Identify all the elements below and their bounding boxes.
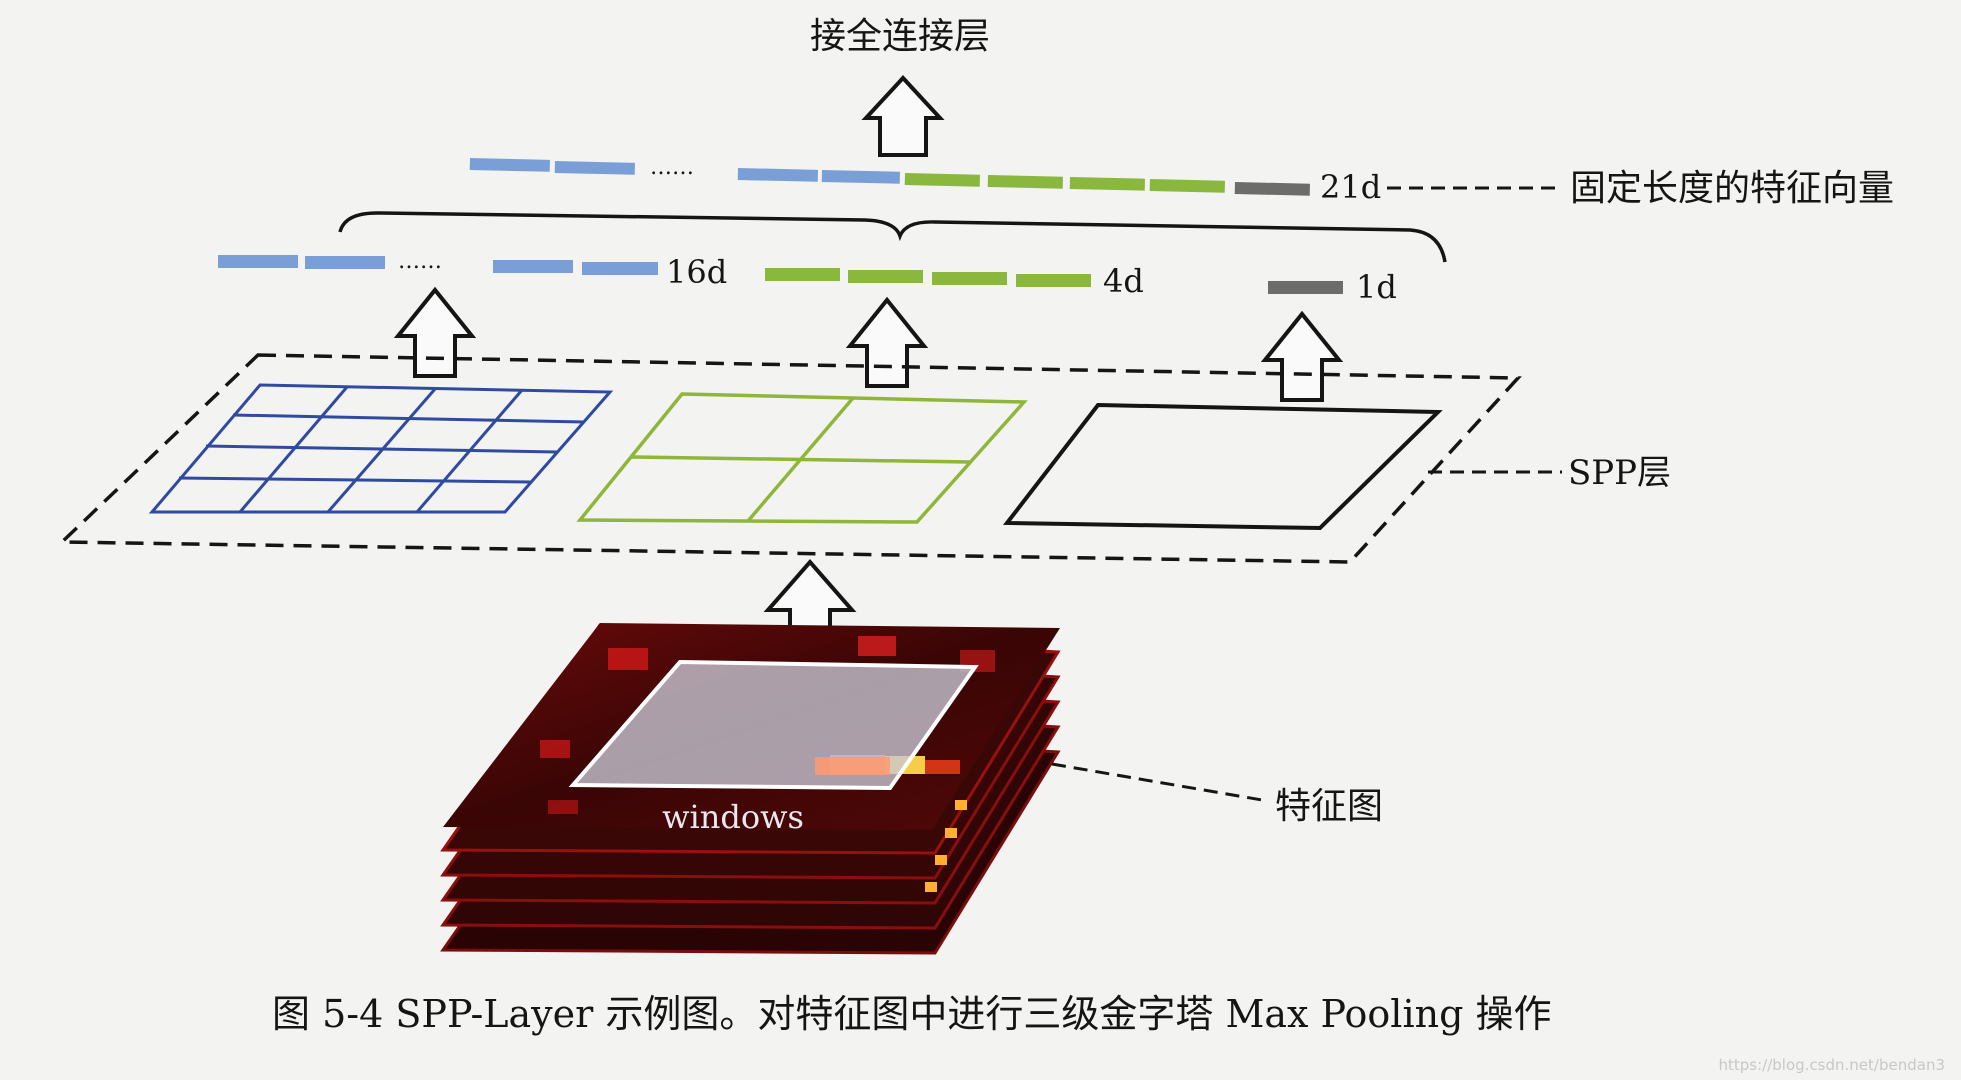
- feature-map-leader-line: [1051, 762, 1263, 802]
- vector-segment-blue: [582, 262, 658, 275]
- activation-blob: [955, 800, 967, 810]
- pooling-grid-1x1: [1002, 402, 1443, 531]
- activation-blob: [935, 855, 947, 865]
- dim-1d-label: 1d: [1356, 268, 1397, 306]
- vector-segment-green: [1016, 274, 1091, 287]
- up-arrow-16d: [393, 286, 477, 378]
- feature-map-label: 特征图: [1275, 786, 1383, 827]
- vector-segment-green: [765, 268, 840, 281]
- vector-segment-green: [1149, 179, 1225, 193]
- concat-brace: [338, 211, 1447, 263]
- pooling-grid-4x4: [148, 383, 614, 514]
- spp-layer-label: SPP层: [1568, 453, 1671, 493]
- activation-blob: [540, 740, 570, 758]
- vector-ellipsis: ……: [650, 155, 694, 180]
- dim-21d-label: 21d: [1320, 168, 1381, 206]
- vector-segment-blue: [305, 256, 385, 269]
- vector-segment-green: [1069, 177, 1145, 191]
- vector-segment-gray: [1234, 182, 1310, 196]
- watermark: https://blog.csdn.net/bendan3: [1719, 1056, 1945, 1074]
- vector-ellipsis: ……: [398, 249, 442, 274]
- pooling-window: [568, 659, 979, 791]
- vector-segment-green: [904, 173, 980, 187]
- fixed-length-vector: ……: [469, 155, 1310, 196]
- pooling-grid-2x2: [576, 392, 1028, 524]
- activation-blob: [608, 648, 648, 670]
- vector-segment-blue: [554, 161, 635, 175]
- vector-segment-blue: [493, 260, 573, 273]
- vector-segment-blue: [218, 255, 298, 268]
- fixed-vector-label: 固定长度的特征向量: [1570, 168, 1894, 209]
- vector-segment-green: [932, 272, 1007, 285]
- up-arrow-top: [861, 75, 945, 157]
- vector-segment-blue: [737, 167, 818, 182]
- vector-segment-green: [848, 270, 923, 283]
- vector-16d: ……: [218, 249, 658, 275]
- vector-4d: [765, 268, 1091, 287]
- up-arrow-1d: [1260, 310, 1344, 402]
- window-highlight: [815, 757, 890, 775]
- activation-blob: [925, 882, 937, 892]
- fc-layer-label: 接全连接层: [810, 16, 990, 57]
- vector-segment-green: [987, 175, 1063, 189]
- vector-segment-blue: [469, 158, 550, 172]
- dim-4d-label: 4d: [1103, 262, 1144, 300]
- figure-caption: 图 5-4 SPP-Layer 示例图。对特征图中进行三级金字塔 Max Poo…: [272, 992, 1552, 1036]
- dim-16d-label: 16d: [666, 253, 727, 291]
- feature-map-stack: windows: [440, 623, 1061, 955]
- up-arrow-4d: [845, 296, 929, 388]
- activation-blob: [548, 800, 578, 814]
- spp-layer-plane: [57, 353, 1522, 564]
- activation-blob: [945, 828, 957, 838]
- activation-blob: [925, 760, 960, 774]
- activation-blob: [858, 636, 896, 656]
- vector-segment-blue: [821, 169, 900, 184]
- windows-label: windows: [662, 798, 804, 836]
- vector-segment-gray: [1268, 281, 1343, 294]
